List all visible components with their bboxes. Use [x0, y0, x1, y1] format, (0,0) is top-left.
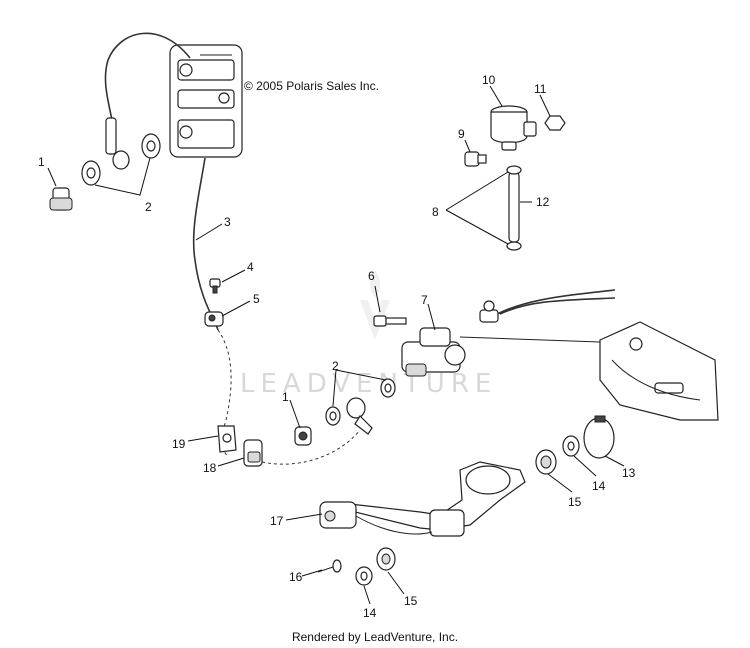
banjo-fitting	[105, 117, 130, 170]
brake-pedal	[319, 461, 526, 537]
brake-switch-cable	[479, 289, 616, 323]
master-cylinder-bolt	[373, 315, 407, 327]
callout-2-upper: 2	[145, 200, 152, 214]
spring-clip	[583, 415, 615, 459]
callout-12: 12	[536, 195, 550, 209]
callout-16: 16	[289, 570, 303, 584]
callout-10: 10	[482, 73, 496, 87]
brake-hose-upper	[104, 32, 191, 121]
copyright-text: © 2005 Polaris Sales Inc.	[244, 79, 379, 93]
callout-17: 17	[270, 514, 284, 528]
pedal-washer-left-inner	[360, 571, 368, 581]
callout-6: 6	[368, 269, 375, 283]
reservoir	[490, 105, 537, 151]
callout-3: 3	[224, 215, 231, 229]
reservoir-bolt	[464, 151, 487, 167]
callout-14-right: 14	[592, 479, 606, 493]
pedal-washer-right-inner	[567, 441, 575, 451]
callout-13: 13	[622, 466, 636, 480]
banjo-bolt-middle	[294, 426, 312, 446]
brake-line	[192, 157, 219, 331]
crush-washers-middle	[325, 378, 396, 426]
master-cylinder	[401, 327, 601, 377]
reservoir-nut	[544, 115, 566, 131]
reservoir-hose	[506, 165, 522, 251]
callout-5: 5	[253, 292, 260, 306]
leader-lines	[47, 85, 625, 605]
crush-washers-upper	[81, 133, 161, 186]
line-clamp	[204, 311, 224, 327]
footer-credit: Rendered by LeadVenture, Inc.	[292, 630, 458, 644]
callout-7: 7	[421, 293, 428, 307]
callout-4: 4	[247, 260, 254, 274]
callout-14-left: 14	[363, 606, 377, 620]
callout-15-right: 15	[568, 495, 582, 509]
callout-8: 8	[432, 205, 439, 219]
watermark-logo	[360, 270, 390, 340]
line-clip-screw	[209, 278, 221, 294]
callout-2-middle: 2	[332, 359, 339, 373]
pedal-bushing-right	[535, 449, 557, 475]
banjo-bolt-upper	[49, 187, 73, 211]
callout-1-upper: 1	[38, 155, 45, 169]
cotter-pin	[317, 559, 342, 573]
brake-fitting	[243, 439, 263, 467]
watermark-text: LEADVENTURE	[240, 369, 497, 399]
callout-1-middle: 1	[282, 390, 289, 404]
line-bracket	[217, 425, 237, 453]
callout-18: 18	[203, 461, 217, 475]
callout-11: 11	[534, 82, 547, 96]
pedal-bushing-left	[376, 547, 396, 571]
callout-19: 19	[172, 437, 186, 451]
brake-caliper	[169, 44, 243, 158]
banjo-fitting-middle	[346, 397, 373, 435]
brake-line-route-lower	[261, 429, 361, 465]
callout-15-left: 15	[404, 594, 418, 608]
frame-bracket	[599, 321, 719, 421]
callout-9: 9	[458, 127, 465, 141]
